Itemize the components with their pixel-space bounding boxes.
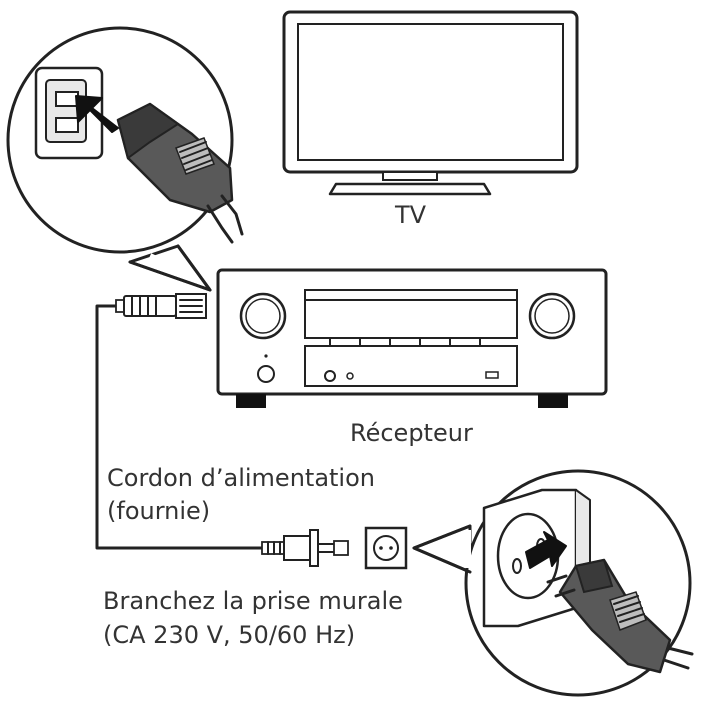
insert-arrow-icon — [525, 531, 567, 569]
outlet-label: Branchez la prise murale — [103, 587, 403, 615]
wall-plug-icon — [261, 529, 349, 567]
power-cord-label: Cordon d’alimentation — [107, 464, 375, 492]
inlet-callout — [6, 26, 244, 292]
iec-inlet-icon — [34, 66, 104, 160]
schuko-plug-icon — [546, 558, 694, 674]
outlet-spec: (CA 230 V, 50/60 Hz) — [103, 621, 356, 649]
power-cord-note: (fournie) — [107, 497, 211, 525]
tv-icon — [282, 10, 579, 196]
outlet-callout — [412, 469, 694, 697]
insert-arrow-icon — [75, 95, 119, 133]
tv-label: TV — [395, 201, 427, 229]
power-plug-icon — [116, 102, 244, 244]
receiver-label: Récepteur — [350, 419, 473, 447]
iec-connector-icon — [115, 293, 207, 319]
power-cord — [95, 293, 408, 570]
wall-outlet-icon — [364, 526, 408, 570]
receiver-icon — [216, 268, 608, 408]
